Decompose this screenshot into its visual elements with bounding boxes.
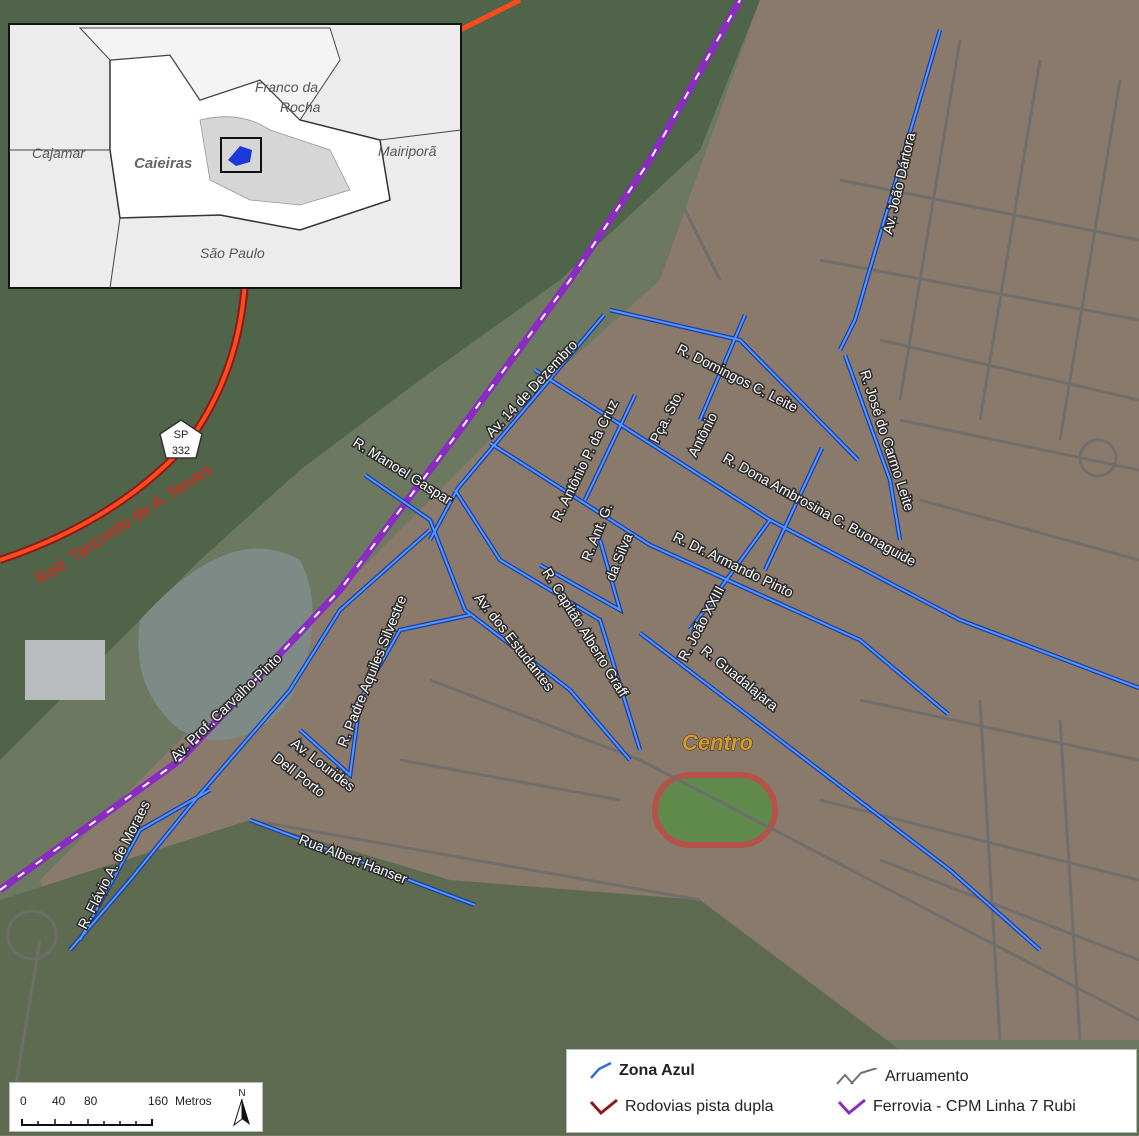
industrial-building xyxy=(25,640,105,700)
svg-text:SP: SP xyxy=(174,429,189,441)
inset-label-franco-da: Franco da xyxy=(255,79,318,95)
zona-azul-line-icon xyxy=(590,1062,612,1079)
svg-text:332: 332 xyxy=(172,445,190,457)
legend-item-arruamento: Arruamento xyxy=(835,1068,969,1086)
scale-bar: 0 40 80 160 Metros N xyxy=(9,1082,263,1132)
legend-item-ferrovia: Ferrovia - CPM Linha 7 Rubi xyxy=(837,1098,1076,1116)
scale-unit: Metros xyxy=(175,1094,212,1108)
inset-label-caieiras: Caieiras xyxy=(134,155,192,172)
legend-item-zona-azul: Zona Azul xyxy=(589,1062,695,1080)
north-arrow-icon: N xyxy=(233,1088,250,1127)
stadium-field xyxy=(652,772,778,848)
svg-text:N: N xyxy=(238,1088,245,1099)
inset-label-sao-paulo: São Paulo xyxy=(200,245,265,261)
scale-tick-80: 80 xyxy=(84,1094,98,1108)
reservoir xyxy=(138,548,313,740)
inset-label-cajamar: Cajamar xyxy=(32,145,86,161)
rodovias-line-icon xyxy=(589,1098,618,1116)
urban-area xyxy=(40,0,1139,1040)
inset-label-rocha: Rocha xyxy=(280,99,321,115)
inset-map: Franco da Rocha Cajamar Caieiras Mairipo… xyxy=(8,23,462,289)
inset-label-mairipora: Mairiporã xyxy=(378,143,437,159)
legend-item-rodovias: Rodovias pista dupla xyxy=(589,1098,774,1116)
street-grid xyxy=(6,39,1139,1121)
district-label-centro: Centro xyxy=(682,730,753,755)
ferrovia-line-icon xyxy=(837,1098,866,1116)
map-legend: Zona Azul Arruamento Rodovias pista dupl… xyxy=(566,1049,1137,1133)
highway-shield-sp332: SP 332 xyxy=(159,419,203,459)
scale-tick-40: 40 xyxy=(52,1094,66,1108)
scale-tick-0: 0 xyxy=(20,1094,27,1108)
arruamento-line-icon xyxy=(836,1068,878,1085)
scale-tick-160: 160 xyxy=(148,1094,168,1108)
